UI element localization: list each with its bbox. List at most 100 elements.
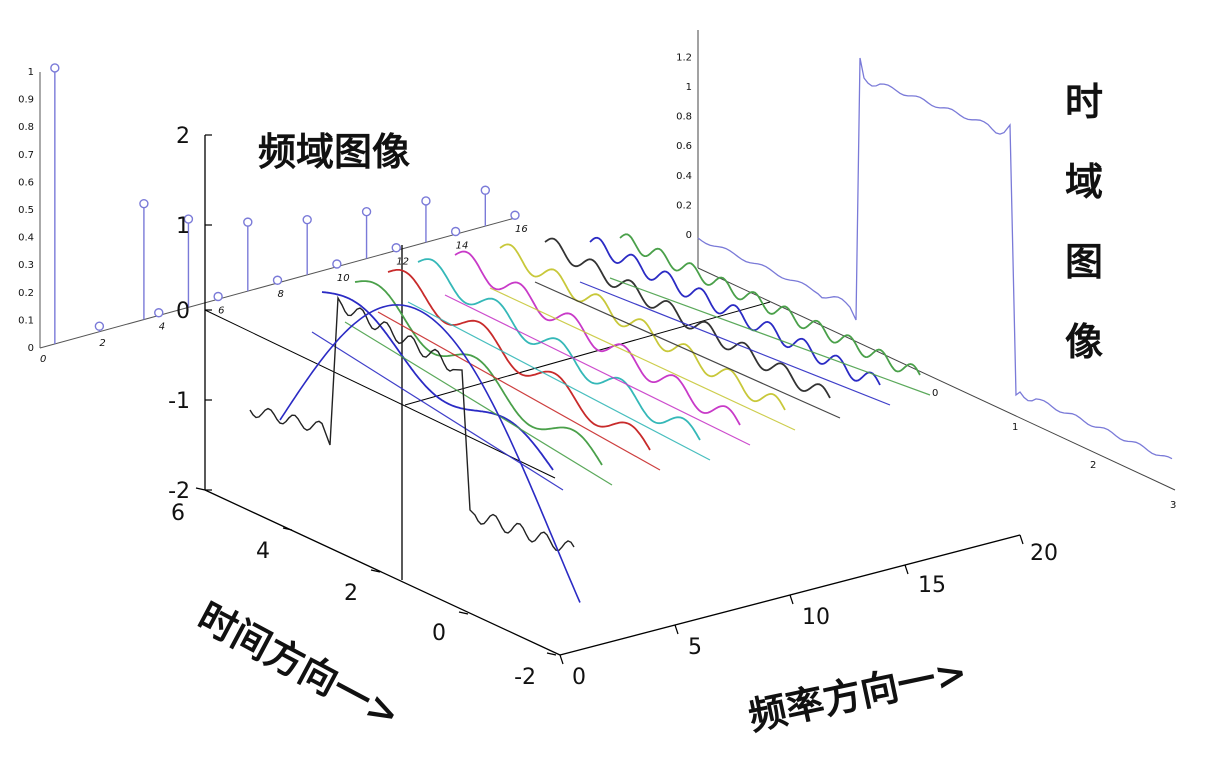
harmonic-baseline [407,301,711,461]
frequency-tick-mark [904,564,909,575]
time-domain-title: 时 域 图 像 [1065,80,1103,364]
spectrum-stem-marker [183,214,194,224]
harmonic-wave [499,243,786,411]
z-tick-label: 0 [176,299,190,324]
spectrum-stem-marker [510,210,520,220]
time-inset-y-tick: 0.4 [676,171,692,182]
harmonic-wave [387,269,651,451]
time-tick-label: -2 [514,665,536,690]
time-domain-char-1: 时 [1065,80,1103,124]
spectrum-x-tick: 16 [515,224,528,235]
spectrum-y-tick: 1 [28,67,34,78]
harmonic-baseline [377,311,661,471]
spectrum-stem-marker [361,207,372,217]
frequency-tick-label: 10 [802,605,830,630]
spectrum-stem-marker [272,275,283,285]
spectrum-inset: 00.10.20.30.40.50.60.70.80.91 0246810121… [18,63,528,365]
time-inset-y-tick: 0.2 [676,200,692,211]
z-tick-label: -2 [168,479,190,504]
time-inset-y-tick: 1 [686,82,692,93]
harmonic-baseline [609,277,931,396]
spectrum-y-tick: 0.8 [18,122,34,133]
spectrum-stem-marker [139,198,149,209]
frequency-tick-mark [674,624,679,635]
frequency-tick-mark [1019,534,1024,545]
spectrum-stem-marker [391,243,401,253]
time-tick-mark [546,652,557,656]
spectrum-x-tick: 0 [40,354,46,365]
spectrum-x-tick: 10 [337,273,350,284]
spectrum-stem-marker [94,321,105,331]
z-tick-label: 1 [176,214,190,239]
frequency-tick-mark [789,594,794,605]
spectrum-stem-marker [450,226,461,237]
time-inset-x-tick: 1 [1012,422,1018,433]
spectrum-y-tick: 0.6 [18,177,34,188]
spectrum-stem-marker [50,63,60,73]
spectrum-x-tick: 8 [278,289,284,300]
time-domain-char-2: 域 [1065,160,1103,204]
time-tick-label: 2 [344,581,358,606]
fundamental-wave [279,304,581,603]
spectrum-stem-marker [480,185,491,195]
spectrum-x-tick: 6 [218,305,224,316]
harmonic-waves [311,233,931,491]
time-inset-y-tick: 1.2 [676,52,692,63]
harmonic-baseline [534,281,841,419]
harmonic-wave [321,291,554,471]
spectrum-y-tick: 0.5 [18,205,34,216]
spectrum-x-tick: 4 [159,322,165,333]
spectrum-y-tick: 0.7 [18,150,34,161]
spectrum-stem-marker [154,308,164,318]
frequency-domain-title: 频域图像 [258,130,410,174]
zero-plane-line-2 [404,301,771,406]
time-inset-x-tick: 3 [1170,500,1176,511]
harmonic-baseline [344,321,613,486]
frequency-tick-label: 0 [572,665,586,690]
z-tick-label: 2 [176,124,190,149]
harmonic-baseline [444,294,751,446]
time-tick-label: 0 [432,621,446,646]
sum-square-wave [249,295,575,552]
time-domain-inset: 1.2 1 0.8 0.6 0.4 0.2 0 0 1 2 3 [676,30,1176,511]
spectrum-stem-marker [421,196,431,206]
spectrum-x-tick: 14 [456,240,469,251]
time-domain-char-3: 图 [1065,240,1103,284]
spectrum-x-tick: 2 [99,338,105,349]
time-direction-label: 时间方向一> [191,594,408,737]
frequency-tick-label: 20 [1030,541,1058,566]
harmonic-wave [454,250,741,426]
harmonic-wave [417,258,701,441]
time-tick-mark [195,487,206,491]
spectrum-y-tick: 0.9 [18,95,34,106]
time-domain-char-4: 像 [1065,320,1103,364]
time-inset-y-tick: 0 [686,230,692,241]
frequency-tick-label: 5 [688,635,702,660]
harmonic-wave [619,233,921,376]
zero-plane-line-1 [204,309,556,479]
square-wave-line [697,57,1173,460]
spectrum-y-tick: 0.2 [18,288,34,299]
time-inset-y-tick: 0.6 [676,141,692,152]
spectrum-stem-marker [243,217,253,227]
time-tick-mark [458,611,469,615]
harmonic-baseline [489,287,796,431]
time-tick-mark [370,569,381,573]
time-inset-y-tick: 0.8 [676,112,692,123]
time-tick-label: 6 [171,501,185,526]
time-inset-x-tick: 0 [932,388,938,399]
frequency-direction-label: 频率方向一> [745,650,971,739]
time-inset-x-tick: 2 [1090,460,1096,471]
spectrum-stem-marker [213,291,223,302]
spectrum-stem-marker [332,259,342,269]
harmonic-wave [589,236,881,386]
harmonic-baseline [579,281,891,406]
spectrum-y-tick: 0 [28,343,34,354]
time-tick-mark [282,527,293,531]
frequency-tick-mark [559,654,564,665]
time-tick-label: 4 [256,539,270,564]
harmonic-wave [544,237,831,399]
spectrum-y-tick: 0.1 [18,315,34,326]
